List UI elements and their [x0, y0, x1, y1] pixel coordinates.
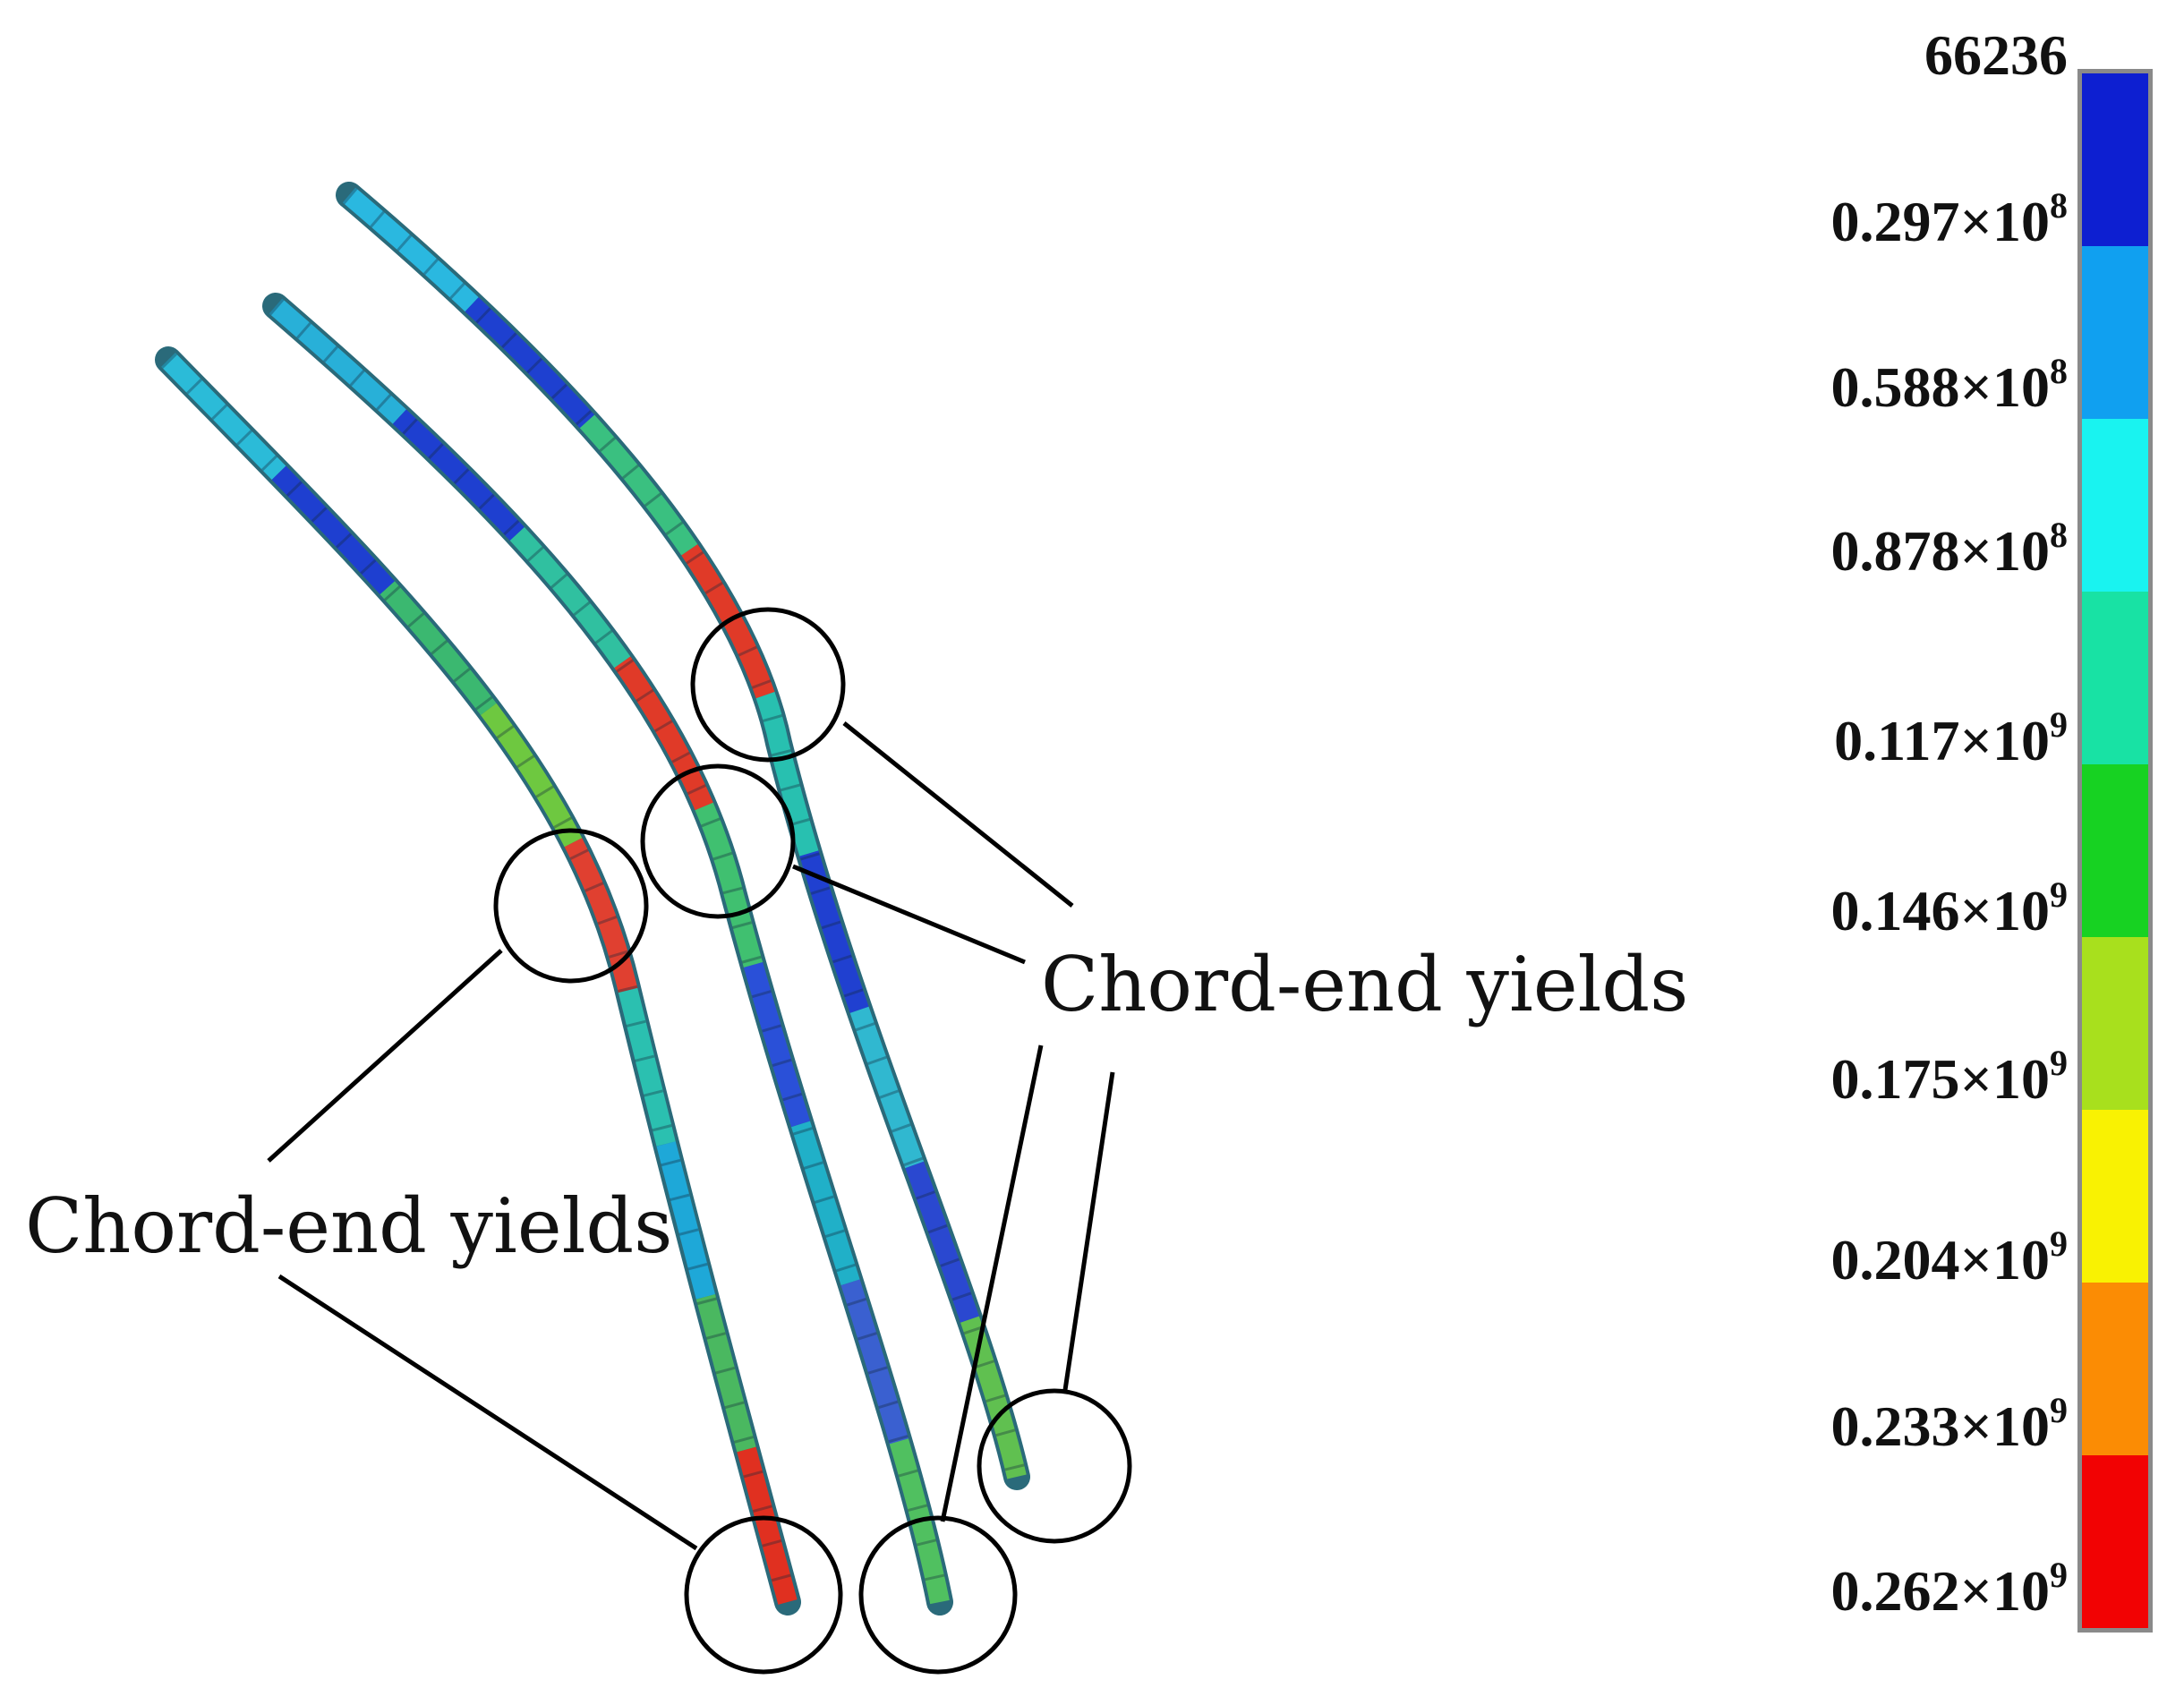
legend-tick-mantissa: 0.233×10 [1830, 1394, 2050, 1458]
legend-tick-label: 0.588×108 [1831, 354, 2068, 416]
left-chord [155, 346, 801, 1616]
member-segment [342, 187, 1027, 1479]
legend-tick-label: 0.878×108 [1831, 517, 2068, 580]
legend-color-swatch [2082, 764, 2148, 937]
legend-color-swatch [2082, 1110, 2148, 1283]
legend-tick-exponent: 9 [2050, 1390, 2068, 1430]
mesh-lines [342, 187, 1027, 1479]
legend-color-swatch [2082, 1455, 2148, 1628]
member-segment [269, 298, 950, 1605]
legend-tick-exponent: 9 [2050, 874, 2068, 915]
legend-tick-mantissa: 0.588×10 [1830, 355, 2050, 419]
member-segment [342, 187, 1027, 1479]
legend-color-swatch [2082, 1283, 2148, 1455]
member-segment [269, 298, 950, 1605]
legend-tick-exponent: 9 [2050, 704, 2068, 745]
legend-tick-label: 0.262×109 [1831, 1557, 2068, 1620]
legend-color-swatch [2082, 419, 2148, 592]
member-segment [342, 187, 1027, 1479]
legend-tick-exponent: 9 [2050, 1555, 2068, 1595]
member-segment [342, 187, 1027, 1479]
yield-circle [493, 828, 649, 984]
member-outline [336, 182, 1030, 1490]
legend-tick-mantissa: 0.146×10 [1830, 879, 2050, 942]
member-segment [161, 353, 798, 1605]
legend-tick-mantissa: 0.204×10 [1830, 1228, 2050, 1292]
legend-tick-exponent: 8 [2050, 351, 2068, 391]
leader-line [1062, 1071, 1115, 1391]
legend-color-swatch [2082, 246, 2148, 419]
middle-chord [262, 293, 953, 1616]
legend-tick-mantissa: 0.117×10 [1834, 709, 2050, 772]
member-segment [342, 187, 1027, 1479]
legend-tick-label: 0.204×109 [1831, 1226, 2068, 1289]
leader-line [277, 1274, 698, 1551]
yield-circle [977, 1388, 1132, 1544]
legend-tick-mantissa: 0.175×10 [1830, 1047, 2050, 1111]
member-segment [269, 298, 950, 1605]
callout-label-right: Chord-end yields [1041, 941, 1689, 1028]
right-chord [336, 182, 1030, 1490]
leader-line [792, 864, 1026, 965]
legend-tick-exponent: 9 [2050, 1043, 2068, 1083]
legend-tick-label: 0.297×108 [1831, 188, 2068, 251]
member-segment [161, 353, 798, 1605]
legend-tick-mantissa: 0.297×10 [1830, 190, 2050, 253]
member-segment [342, 187, 1027, 1479]
member-segment [342, 187, 1027, 1479]
yield-circle [684, 1515, 843, 1675]
legend-tick-label: 0.117×109 [1834, 707, 2068, 770]
legend-tick-exponent: 8 [2050, 515, 2068, 555]
leader-line [842, 721, 1074, 908]
yield-circle [690, 607, 846, 763]
callout-label-left: Chord-end yields [25, 1182, 673, 1270]
yield-circle [858, 1515, 1018, 1675]
legend-tick-label: 0.175×109 [1831, 1045, 2068, 1108]
member-segment [342, 187, 1027, 1479]
legend-color-swatch [2082, 592, 2148, 764]
legend-tick-exponent: 8 [2050, 185, 2068, 226]
member-segment [161, 353, 798, 1605]
legend-tick-label: 0.233×109 [1831, 1393, 2068, 1455]
legend-tick-mantissa: 0.878×10 [1830, 519, 2050, 583]
legend-tick-mantissa: 0.262×10 [1830, 1559, 2050, 1623]
legend-max-label: 66236 [1924, 23, 2068, 87]
legend-tick-exponent: 9 [2050, 1223, 2068, 1264]
legend-tick-label: 0.146×109 [1831, 877, 2068, 940]
leader-line [267, 949, 503, 1163]
member-segment [342, 187, 1027, 1479]
legend-color-swatch [2082, 937, 2148, 1110]
legend-color-swatch [2082, 73, 2148, 246]
leader-line [940, 1044, 1044, 1522]
yield-circle [640, 763, 796, 919]
